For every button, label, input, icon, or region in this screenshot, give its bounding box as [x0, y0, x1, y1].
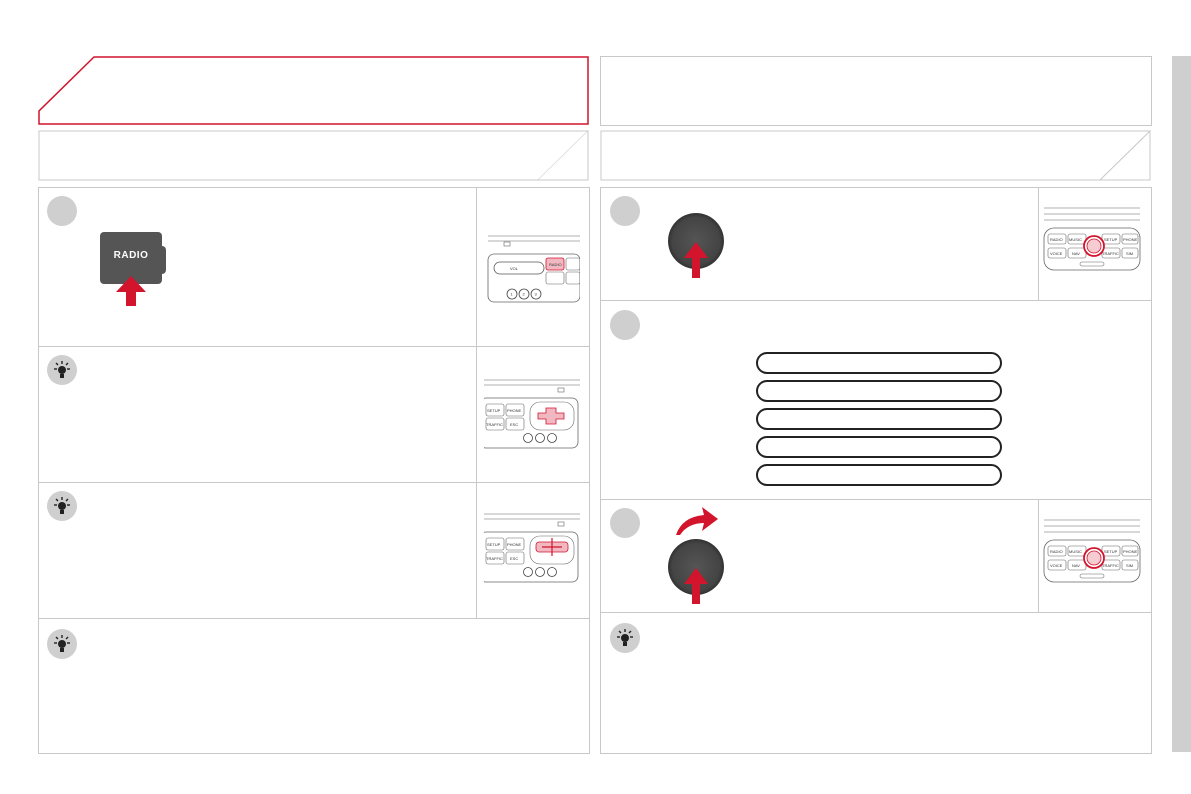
step-number-circle — [47, 196, 77, 226]
arrow-up-icon — [116, 276, 146, 306]
lightbulb-icon — [47, 491, 77, 521]
esc-mini-label: ESC — [510, 422, 518, 427]
menu-option[interactable] — [756, 464, 1002, 486]
phone-mini-label: PHONE — [1123, 237, 1138, 242]
preset-3: 3 — [535, 292, 538, 297]
menu-option[interactable] — [756, 352, 1002, 374]
left-tip-2-thumb-frame — [476, 482, 590, 619]
vol-label: VOL — [510, 266, 519, 271]
setup-mini-label: SETUP — [1104, 549, 1118, 554]
right-section-header — [600, 130, 1152, 181]
left-tip-3-box — [38, 618, 590, 754]
radio-button-mini: RADIO — [549, 262, 562, 267]
music-mini-label: MUSIC — [1069, 549, 1082, 554]
nav-mini-label: NAV — [1072, 251, 1080, 256]
traffic-mini-label: TRAFFIC — [1102, 251, 1119, 256]
sim-mini-label: SIM — [1126, 563, 1133, 568]
preset-2: 2 — [523, 292, 526, 297]
setup-panel-thumbnail: SETUP PHONE TRAFFIC ESC — [484, 379, 580, 449]
menu-option[interactable] — [756, 408, 1002, 430]
phone-mini-label: PHONE — [507, 408, 522, 413]
step-number-circle — [610, 310, 640, 340]
traffic-mini-label: TRAFFIC — [486, 556, 503, 561]
navigation-pad-thumbnail: SETUP PHONE TRAFFIC ESC — [484, 513, 580, 583]
radio-key-label: RADIO — [113, 250, 149, 261]
rotate-arrow-icon — [676, 507, 718, 535]
traffic-mini-label: TRAFFIC — [486, 422, 503, 427]
step-number-circle — [610, 196, 640, 226]
menu-option[interactable] — [756, 380, 1002, 402]
traffic-mini-label: TRAFFIC — [1102, 563, 1119, 568]
lightbulb-icon — [47, 355, 77, 385]
preset-1: 1 — [511, 292, 514, 297]
arrow-up-icon — [684, 242, 708, 278]
menu-option[interactable] — [756, 436, 1002, 458]
nav-mini-label: NAV — [1072, 563, 1080, 568]
setup-mini-label: SETUP — [487, 408, 501, 413]
step-number-circle — [610, 508, 640, 538]
chapter-side-tab — [1172, 56, 1191, 752]
setup-mini-label: SETUP — [487, 542, 501, 547]
phone-mini-label: PHONE — [1123, 549, 1138, 554]
music-mini-label: MUSIC — [1069, 237, 1082, 242]
right-tip-box — [600, 612, 1152, 754]
voice-mini-label: VOICE — [1050, 563, 1063, 568]
esc-mini-label: ESC — [510, 556, 518, 561]
left-section-header — [38, 130, 590, 181]
control-panel-thumbnail: RADIO MUSIC SETUP PHONE VOICE NAV TRAFFI… — [1043, 207, 1141, 271]
control-panel-thumbnail: RADIO MUSIC SETUP PHONE VOICE NAV TRAFFI… — [1043, 519, 1141, 583]
setup-mini-label: SETUP — [1104, 237, 1118, 242]
radio-key-icon: RADIO — [100, 232, 166, 284]
radio-mini-label: RADIO — [1050, 549, 1063, 554]
left-title-banner — [38, 56, 589, 125]
arrow-up-icon — [684, 568, 708, 604]
lightbulb-icon — [610, 623, 640, 653]
left-step-1-thumb-frame — [476, 187, 590, 347]
sim-mini-label: SIM — [1126, 251, 1133, 256]
lightbulb-icon — [47, 629, 77, 659]
right-title-banner — [600, 56, 1152, 126]
radio-panel-thumbnail: VOL RADIO 1 2 3 — [487, 235, 580, 303]
radio-mini-label: RADIO — [1050, 237, 1063, 242]
voice-mini-label: VOICE — [1050, 251, 1063, 256]
phone-mini-label: PHONE — [507, 542, 522, 547]
